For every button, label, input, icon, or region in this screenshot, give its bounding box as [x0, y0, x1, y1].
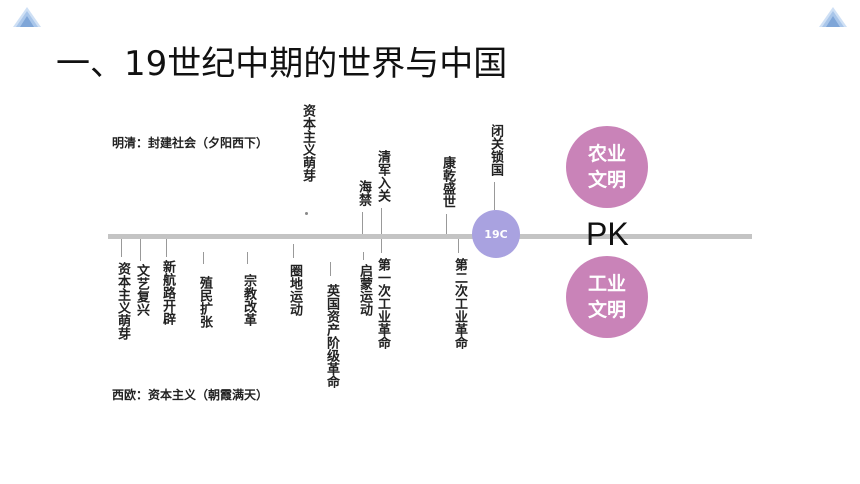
event-bottom-tick [203, 252, 204, 264]
era-label-china: 明清：封建社会（夕阳西下） [112, 136, 269, 150]
slide-title: 一、19世纪中期的世界与中国 [56, 44, 508, 84]
event-bottom-tick [293, 244, 294, 258]
timeline-axis [108, 234, 752, 239]
event-bottom-tick [363, 252, 364, 260]
event-bottom-enclosure: 圈地运动 [287, 264, 302, 316]
event-top-tick [381, 208, 382, 234]
event-bottom-tick [166, 239, 167, 257]
bubble-text: 农业 [587, 143, 626, 165]
pk-label: PK [586, 216, 629, 252]
event-bottom-enlightenment: 启蒙运动 [357, 264, 372, 316]
event-top-kangqian: 康乾盛世 [440, 156, 455, 208]
event-top-capitalism-sprouts: 资本主义萌芽 [300, 104, 315, 182]
event-bottom-tick [140, 239, 141, 261]
event-bottom-tick [247, 252, 248, 264]
event-bottom-reformation: 宗教改革 [241, 274, 256, 326]
event-top-dot [305, 212, 308, 215]
event-top-tick [446, 214, 447, 234]
event-bottom-renaissance: 文艺复兴 [134, 264, 149, 316]
event-top-tick [362, 212, 363, 234]
agricultural-civilization-bubble: 农业 文明 [566, 126, 648, 208]
event-bottom-tick [121, 239, 122, 257]
event-top-closed-door: 闭关锁国 [488, 124, 503, 176]
event-bottom-english-revolution: 英国资产阶级革命 [324, 284, 339, 388]
era-label-europe: 西欧：资本主义（朝霞满天） [112, 388, 269, 402]
bubble-text: 工业 [587, 273, 626, 295]
event-bottom-tick [458, 239, 459, 253]
marker-19c: 19C [472, 210, 520, 258]
bubble-text: 文明 [587, 299, 626, 321]
event-bottom-tick [330, 262, 331, 276]
event-top-tick [494, 182, 495, 210]
event-bottom-capitalism-sprouts: 资本主义萌芽 [115, 262, 130, 340]
corner-triangle-left-icon [13, 7, 41, 27]
event-top-qing-enters: 清军入关 [375, 150, 390, 202]
bubble-text: 文明 [587, 169, 626, 191]
event-bottom-tick [381, 239, 382, 253]
event-bottom-first-industrial: 第一次工业革命 [375, 258, 390, 349]
event-top-sea-ban: 海禁 [356, 180, 371, 206]
corner-triangle-right-icon [819, 7, 847, 27]
event-bottom-colonial-expansion: 殖民扩张 [197, 276, 212, 328]
event-bottom-second-industrial: 第二次工业革命 [452, 258, 467, 349]
industrial-civilization-bubble: 工业 文明 [566, 256, 648, 338]
event-bottom-new-routes: 新航路开辟 [160, 260, 175, 325]
